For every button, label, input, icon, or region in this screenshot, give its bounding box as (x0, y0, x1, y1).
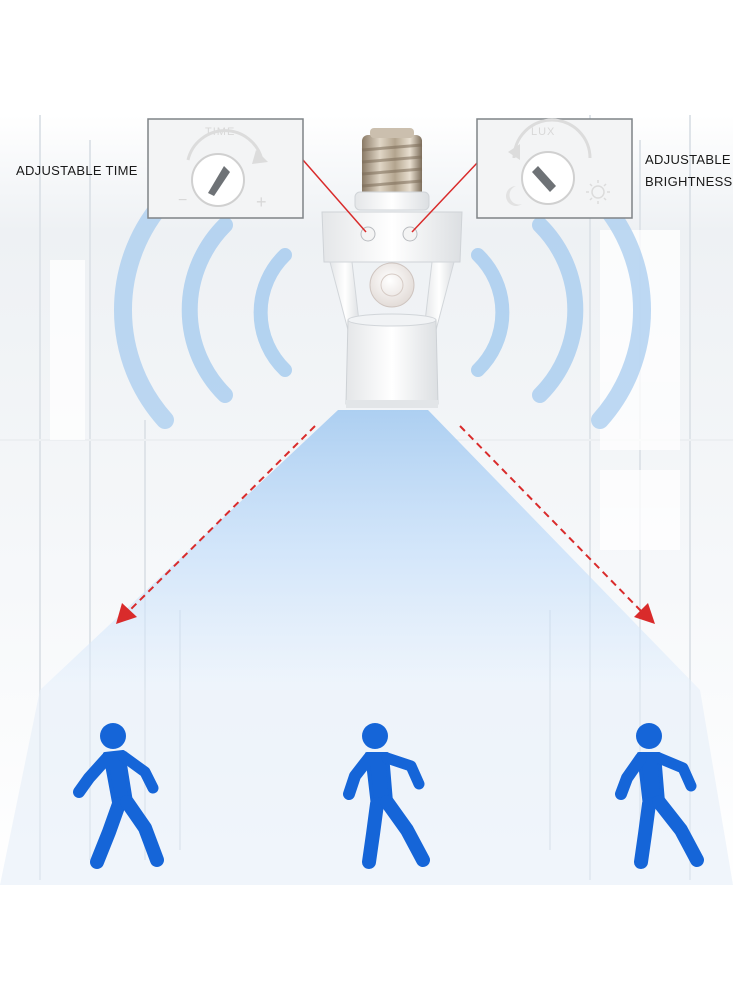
time-dial-inset: TIME − + (147, 118, 304, 219)
moon-icon (505, 186, 522, 207)
sun-icon (586, 180, 610, 204)
adjustable-brightness-line2: BRIGHTNESS (645, 174, 733, 189)
time-callout-line (302, 159, 367, 233)
lux-callout-line (411, 161, 479, 233)
beam-floor (0, 690, 733, 885)
lux-dial-inset: LUX (476, 118, 633, 219)
pir-lens (369, 262, 415, 308)
adjustable-time-text: ADJUSTABLE TIME (16, 163, 138, 178)
walking-person-icon (615, 723, 704, 869)
lux-dial-caption: LUX (531, 126, 555, 138)
adjustable-brightness-line1: ADJUSTABLE (645, 152, 731, 167)
sensor-waves-left (114, 191, 292, 429)
sensor-waves-right (471, 191, 651, 429)
dial-pointer-icon (208, 166, 230, 196)
dial-pointer-icon (532, 166, 556, 192)
walking-person-icon (343, 723, 430, 869)
pir-sensor-socket (321, 128, 463, 408)
time-minus-sign: − (178, 192, 188, 209)
adjustable-time-label: ADJUSTABLE TIME (16, 160, 138, 182)
walking-person-icon (73, 723, 164, 869)
detection-beam (40, 410, 700, 690)
adjustable-brightness-label: ADJUSTABLE BRIGHTNESS (645, 149, 733, 193)
dashed-arrow-icon (116, 425, 316, 624)
dashed-arrow-icon (459, 425, 655, 624)
time-plus-sign: + (256, 192, 268, 212)
